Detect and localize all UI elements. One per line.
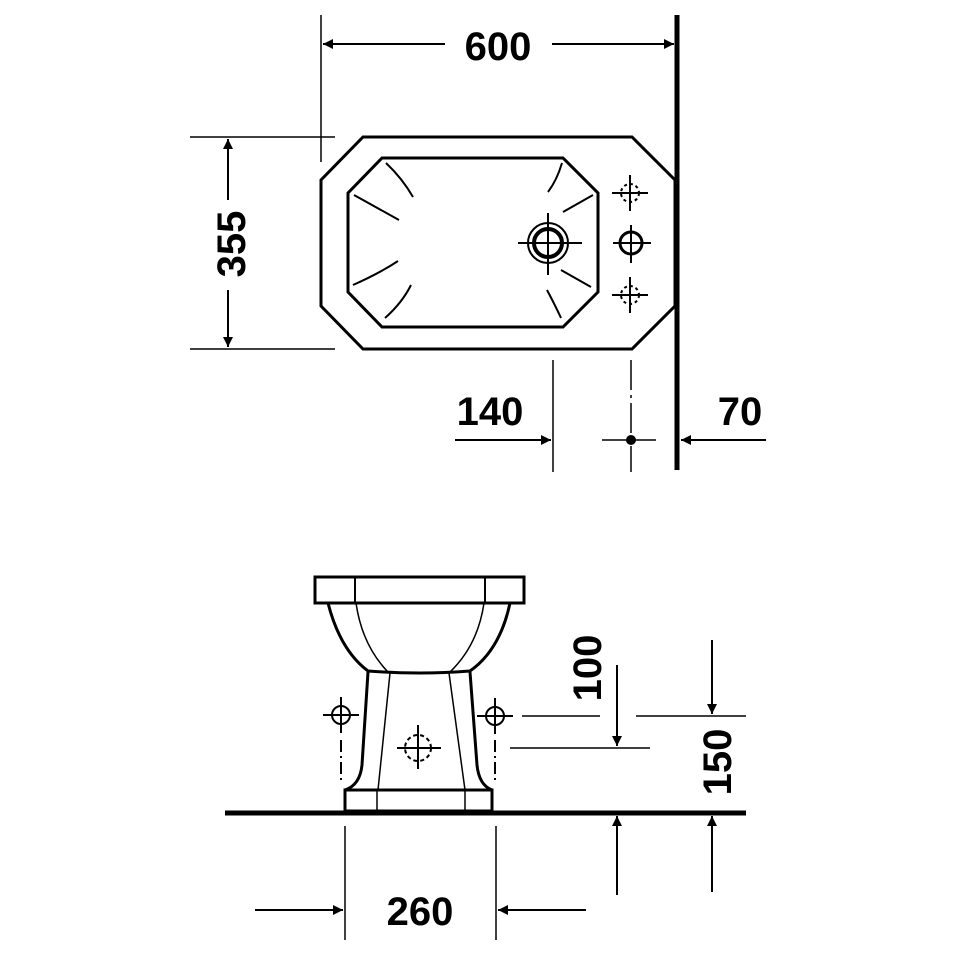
axis-point — [626, 435, 636, 445]
bidet-outer-rim — [319, 135, 677, 351]
dimension-supply-height: 150 — [696, 729, 740, 796]
dimension-tap-height: 100 — [566, 635, 610, 702]
dimension-foot-width: 260 — [387, 890, 454, 934]
bowl-contour-lines — [352, 162, 594, 319]
tap-hole-icon — [613, 225, 651, 263]
drain-icon — [518, 213, 582, 275]
dimension-drain-offset: 140 — [457, 390, 524, 434]
fixing-hole-icon — [477, 698, 513, 782]
dimension-depth: 355 — [210, 211, 254, 278]
pedestal-left — [344, 671, 370, 792]
supply-hole-icon — [397, 725, 441, 769]
pedestal-base — [343, 788, 494, 813]
optional-hole-icon — [612, 277, 648, 313]
bidet-bowl — [346, 156, 600, 329]
pedestal-right — [468, 671, 493, 792]
fixing-hole-icon — [323, 697, 359, 782]
top-view: 600 355 140 70 — [190, 15, 766, 472]
bidet-rim — [313, 575, 526, 605]
optional-hole-icon — [612, 175, 648, 211]
dimension-wall-offset: 70 — [718, 390, 763, 434]
bidet-bowl-side — [326, 602, 512, 675]
dimension-width: 600 — [465, 25, 532, 69]
front-view: 100 150 260 — [225, 575, 746, 940]
